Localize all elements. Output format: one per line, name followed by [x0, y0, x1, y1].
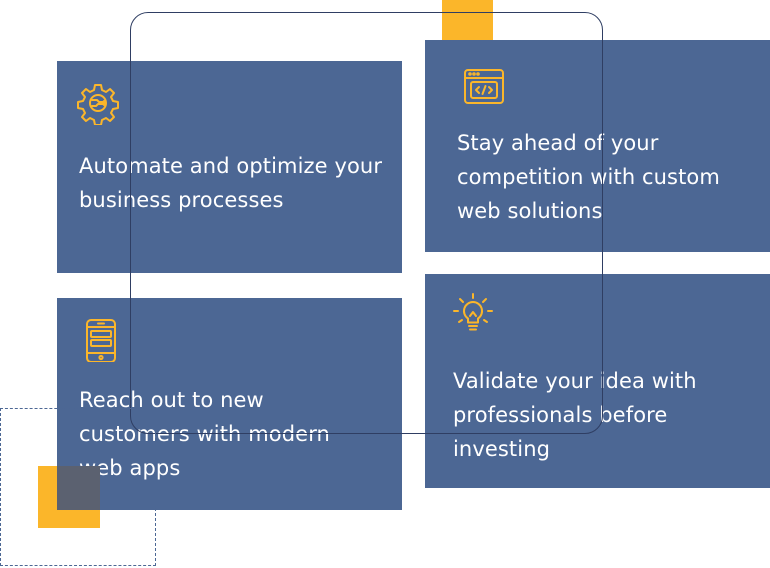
benefit-text: Stay ahead of your competition with cust… — [457, 131, 720, 223]
benefit-text: Automate and optimize your business proc… — [79, 154, 383, 212]
benefit-text: Validate your idea with professionals be… — [453, 369, 697, 461]
code-window-icon — [462, 65, 506, 109]
mobile-app-icon — [79, 318, 123, 362]
benefit-card-custom-web: Stay ahead of your competition with cust… — [425, 40, 770, 252]
benefit-text: Reach out to new customers with modern w… — [79, 388, 330, 480]
gear-circuit-icon — [76, 81, 120, 125]
decorative-square-overlap — [57, 466, 100, 510]
benefit-card-automate: Automate and optimize your business proc… — [57, 61, 402, 273]
benefit-card-validate-idea: Validate your idea with professionals be… — [425, 274, 770, 488]
benefit-card-web-apps: Reach out to new customers with modern w… — [57, 298, 402, 510]
lightbulb-icon — [451, 292, 495, 336]
